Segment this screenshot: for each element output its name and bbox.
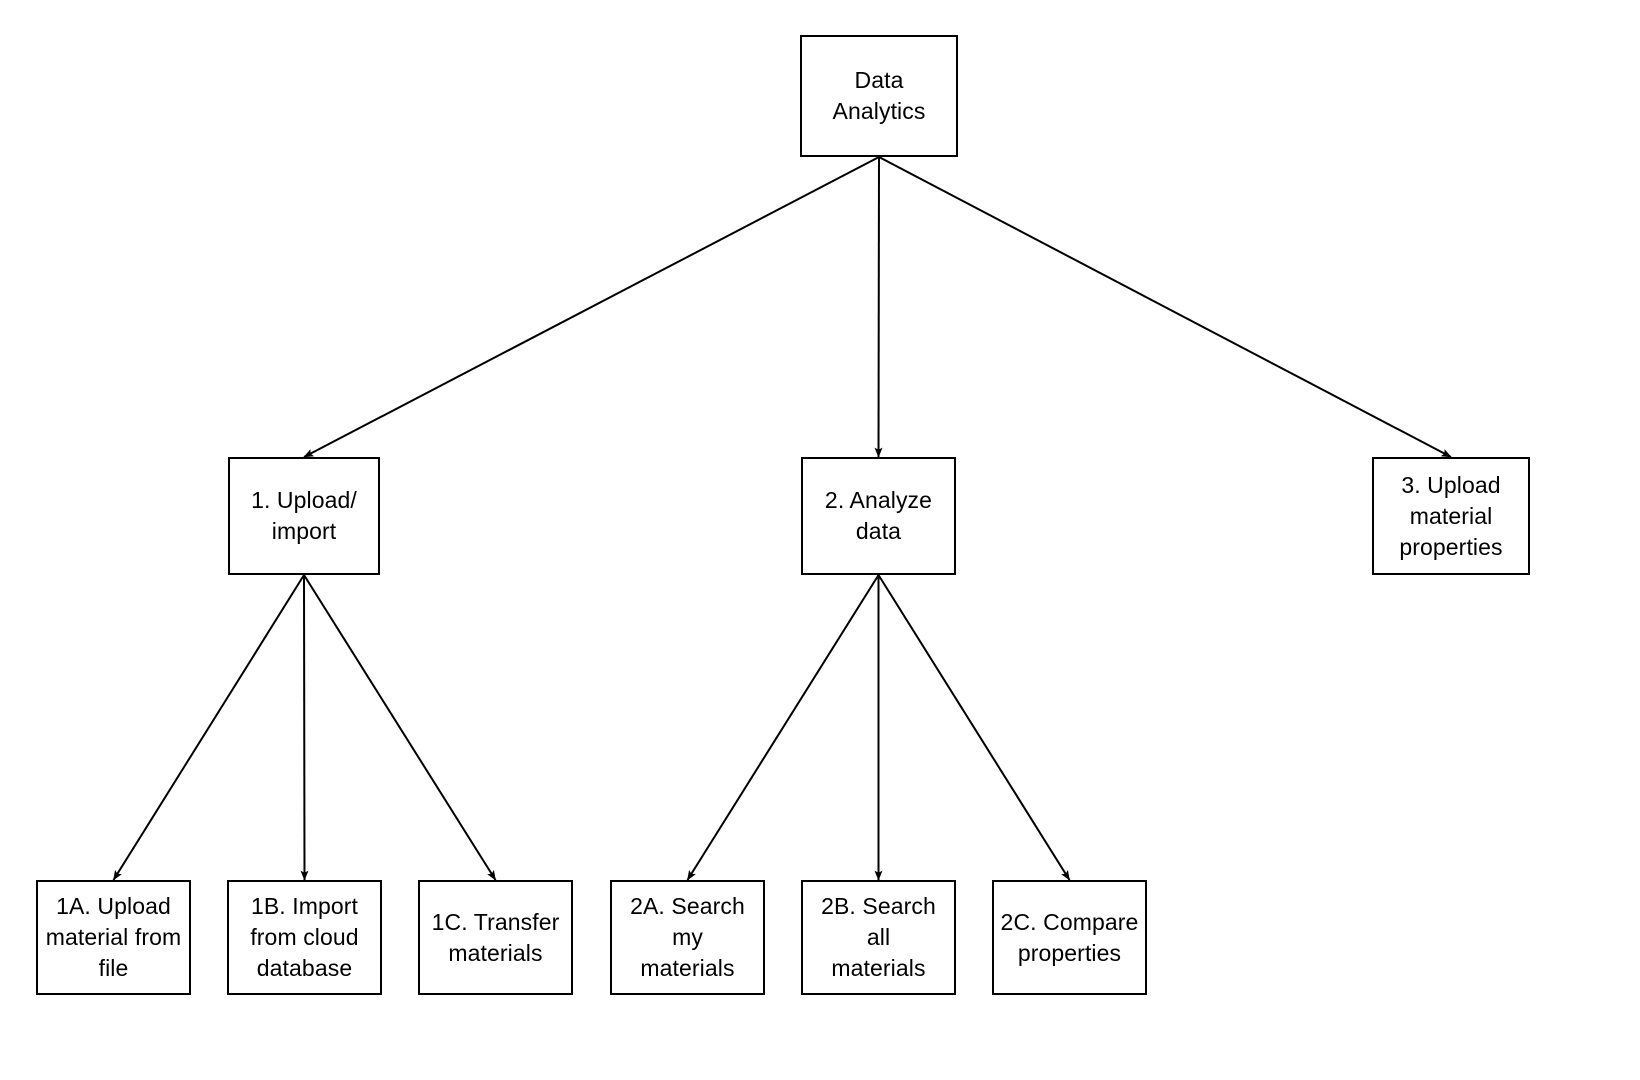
- edge-n1-to-n1b: [300, 574, 309, 881]
- node-label-n1: 1. Upload/ import: [251, 487, 357, 544]
- node-label-root: Data Analytics: [832, 67, 926, 124]
- node-n2a[interactable]: 2A. Search my materials: [610, 880, 765, 995]
- node-label-n1c: 1C. Transfer materials: [431, 908, 560, 966]
- edge-root-to-n2: [874, 156, 883, 458]
- edge-root-to-n3: [878, 156, 1452, 458]
- node-label-n2c: 2C. Compare properties: [1000, 908, 1139, 966]
- edge-root-to-n1: [303, 156, 880, 458]
- edge-n1-to-n1c: [303, 574, 497, 881]
- node-label-n1a: 1A. Upload material from file: [45, 893, 182, 981]
- edge-n1-to-n1a: [112, 574, 305, 881]
- node-n1b[interactable]: 1B. Import from cloud database: [227, 880, 382, 995]
- node-root[interactable]: Data Analytics: [800, 35, 958, 157]
- edge-n2-to-n2c: [877, 574, 1071, 881]
- node-label-n1b: 1B. Import from cloud database: [250, 893, 359, 981]
- node-n1a[interactable]: 1A. Upload material from file: [36, 880, 191, 995]
- node-n2b[interactable]: 2B. Search all materials: [801, 880, 956, 995]
- node-label-n2: 2. Analyze data: [824, 487, 933, 544]
- node-label-n3: 3. Upload material properties: [1399, 471, 1503, 560]
- node-label-n2b: 2B. Search all materials: [821, 893, 936, 981]
- edge-n2-to-n2a: [686, 574, 880, 881]
- node-n3[interactable]: 3. Upload material properties: [1372, 457, 1530, 575]
- node-n1[interactable]: 1. Upload/ import: [228, 457, 380, 575]
- node-n2c[interactable]: 2C. Compare properties: [992, 880, 1147, 995]
- node-n1c[interactable]: 1C. Transfer materials: [418, 880, 573, 995]
- node-n2[interactable]: 2. Analyze data: [801, 457, 956, 575]
- node-label-n2a: 2A. Search my materials: [630, 893, 745, 981]
